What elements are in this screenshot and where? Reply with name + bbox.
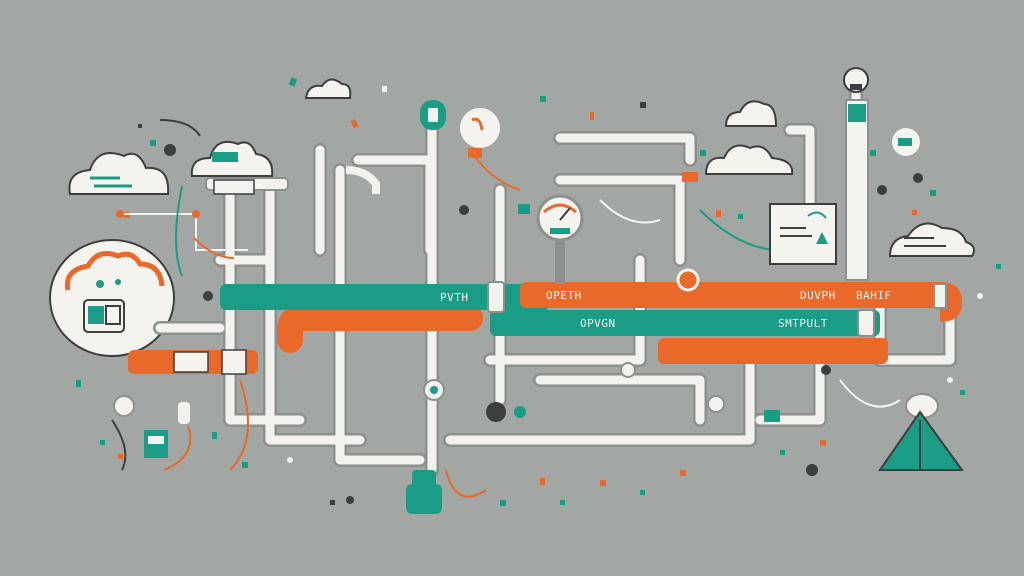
lab-flask-icon (878, 393, 964, 471)
document-icon (769, 203, 837, 265)
bottom-tank (406, 470, 442, 514)
orange-main-pipe (128, 305, 483, 375)
badge-icon (892, 128, 920, 156)
left-cloud-emblem (49, 239, 175, 357)
computer-icon (113, 395, 190, 458)
gauge-icon (536, 194, 584, 284)
teal-main-pipe (220, 281, 880, 337)
valve-icon (116, 172, 831, 422)
cloud-icon (68, 152, 170, 195)
pipe-label-orange-upper-right: DUVPH (800, 289, 836, 302)
cloud-icon (190, 140, 274, 177)
orange-upper-pipe (520, 268, 962, 364)
cloud-icon (724, 100, 778, 127)
lightbulb-icon (460, 108, 500, 158)
faucet-icon (205, 166, 380, 195)
cloud-icon (888, 222, 975, 257)
pipe-label-orange-upper-left: OPETH (546, 289, 582, 302)
cloud-icon (704, 144, 794, 175)
cloud-icon (304, 78, 352, 99)
light-tower (843, 67, 869, 281)
pipe-label-teal-upper: PVTH (440, 291, 469, 304)
vertical-tube-tank (420, 100, 446, 401)
pipe-label-teal-lower-right: SMTPULT (778, 317, 828, 330)
pipe-label-orange-upper-far: BAHIF (856, 289, 892, 302)
pipe-label-teal-lower-left: OPVGN (580, 317, 616, 330)
